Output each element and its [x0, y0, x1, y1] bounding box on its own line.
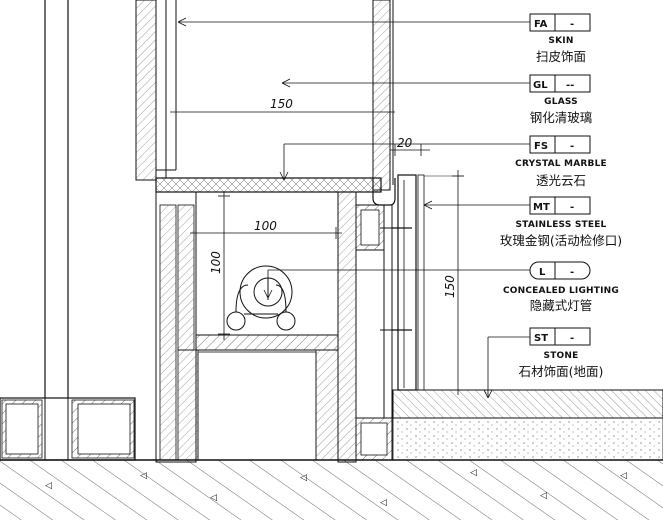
callout-fa-zh: 扫皮饰面 — [536, 49, 586, 64]
stone-floor — [392, 389, 663, 461]
callout-gl-zh: 钢化清玻璃 — [530, 110, 593, 125]
leaders — [177, 17, 530, 399]
svg-text:◁: ◁ — [620, 471, 627, 481]
central-box — [155, 191, 393, 463]
callout-gl-suffix: -- — [566, 80, 574, 91]
marble-slab — [155, 177, 396, 206]
callout-fs-suffix: - — [570, 141, 574, 152]
callout-fa-en: SKIN — [548, 36, 573, 46]
callout-fa-suffix: - — [570, 19, 574, 30]
dim-top-width: 150 — [270, 97, 293, 111]
callout-fs-code: FS — [534, 141, 548, 152]
callout-st-en: STONE — [544, 351, 579, 361]
dim-box-height: 100 — [209, 251, 223, 274]
callout-fa-code: FA — [534, 19, 548, 30]
svg-text:◁: ◁ — [45, 481, 52, 491]
callout-l-code: L — [539, 267, 546, 278]
concealed-lamp — [226, 265, 296, 331]
dim-box-width: 100 — [254, 219, 277, 233]
callout-fs-en: CRYSTAL MARBLE — [515, 159, 607, 169]
callout-l-suffix: - — [570, 267, 574, 278]
callout-st: ST - STONE 石材饰面(地面) — [519, 327, 604, 379]
callout-mt-en: STAINLESS STEEL — [516, 220, 607, 230]
svg-text:◁: ◁ — [300, 473, 307, 483]
callout-fs-zh: 透光云石 — [536, 173, 586, 188]
callout-mt-suffix: - — [570, 202, 574, 213]
dim-panel-height: 150 — [443, 275, 457, 298]
callout-l: L - CONCEALED LIGHTING 隐藏式灯管 — [503, 261, 619, 313]
right-wall — [372, 0, 394, 191]
callout-l-en: CONCEALED LIGHTING — [503, 286, 619, 296]
svg-text:◁: ◁ — [470, 468, 477, 478]
upper-panel — [135, 0, 177, 181]
callout-mt: MT - STAINLESS STEEL 玫瑰金钢(活动检修口) — [500, 196, 622, 248]
callout-fs: FS - CRYSTAL MARBLE 透光云石 — [515, 135, 607, 188]
svg-text:◁: ◁ — [380, 498, 387, 508]
svg-text:◁: ◁ — [140, 471, 147, 481]
callout-fa: FA - SKIN 扫皮饰面 — [529, 13, 591, 64]
left-wall — [44, 0, 69, 460]
svg-text:◁: ◁ — [540, 491, 547, 501]
dimensions: 150 20 100 100 150 — [170, 97, 464, 395]
steel-panel — [380, 174, 425, 391]
callout-gl: GL -- GLASS 钢化清玻璃 — [529, 74, 593, 125]
callout-st-code: ST — [534, 333, 548, 344]
callout-mt-zh: 玫瑰金钢(活动检修口) — [500, 233, 622, 248]
callout-st-suffix: - — [570, 333, 574, 344]
callout-st-zh: 石材饰面(地面) — [519, 364, 604, 379]
svg-text:◁: ◁ — [210, 493, 217, 503]
left-floor-blocks — [0, 397, 136, 461]
ground-hatch: ◁ ◁ ◁ ◁ ◁ ◁ ◁ ◁ — [0, 459, 663, 520]
callout-mt-code: MT — [533, 202, 550, 213]
callout-l-zh: 隐藏式灯管 — [530, 298, 593, 313]
callout-gl-en: GLASS — [544, 97, 578, 107]
dim-gap: 20 — [397, 136, 413, 150]
callout-gl-code: GL — [533, 80, 548, 91]
